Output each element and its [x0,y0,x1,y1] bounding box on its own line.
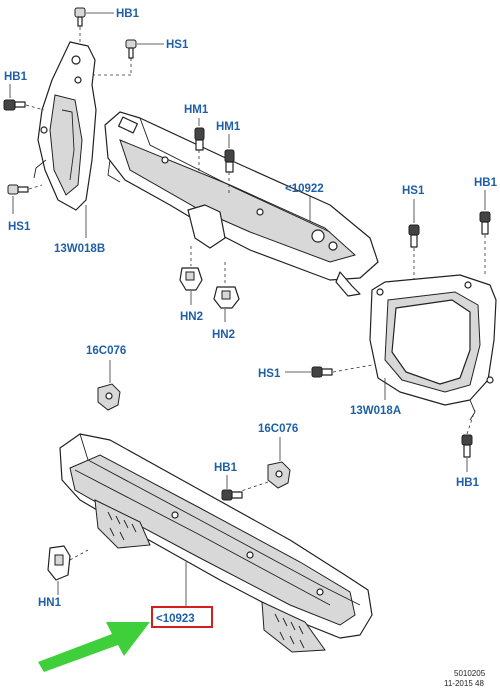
upper-crossmember-10922 [104,111,379,297]
label-hb1-right-top: HB1 [474,177,498,189]
label-hb1-right-bottom: HB1 [456,477,480,489]
ref-date: 11-2015 48 [444,679,484,688]
label-10922: <10922 [285,183,324,195]
label-13w018a: 13W018A [350,405,401,417]
label-10923: <10923 [156,613,195,625]
bolt-hs1-right-top [408,199,420,248]
label-hb1-top: HB1 [116,8,140,20]
bracket-13w018a [369,274,497,421]
label-hn2-b: HN2 [212,329,235,341]
highlight-box-10923 [151,606,213,628]
bolt-hs1-left [7,184,29,214]
bolt-hb1-mid [221,475,243,501]
label-hb1-left: HB1 [4,71,28,83]
clip-hm1-b [224,134,235,173]
bolt-hb1-left [3,84,26,111]
label-hs1-top: HS1 [166,39,189,51]
bolt-hb1-top [74,7,114,27]
nut-hn2-b [213,286,240,322]
label-hm1-b: HM1 [216,121,241,133]
bolt-hs1-right-mid [285,366,333,378]
label-hm1-a: HM1 [184,104,209,116]
clip-16c076-left [97,360,121,411]
label-hb1-mid: HB1 [214,462,238,474]
label-hs1-right-mid: HS1 [258,368,281,380]
label-16c076-mid: 16C076 [258,423,298,435]
label-16c076-left: 16C076 [86,345,126,357]
label-13w018b: 13W018B [54,243,105,255]
label-hs1-left: HS1 [8,221,31,233]
green-arrow-icon [38,622,150,672]
clip-hm1-a [194,118,205,151]
bumper-beam-10923 [59,433,373,653]
label-hn1: HN1 [38,597,62,609]
nut-hn2-a [179,267,203,305]
bolt-hb1-right-top [479,190,491,235]
bolt-hb1-right-bottom [461,434,473,472]
label-hs1-right-top: HS1 [402,185,425,197]
clip-16c076-mid [267,437,291,489]
label-hn2-a: HN2 [180,311,203,323]
ref-code: 5010205 [454,669,486,678]
bracket-13w018b [33,41,97,211]
bolt-hs1-top [125,39,164,59]
nut-hn1 [47,545,71,595]
